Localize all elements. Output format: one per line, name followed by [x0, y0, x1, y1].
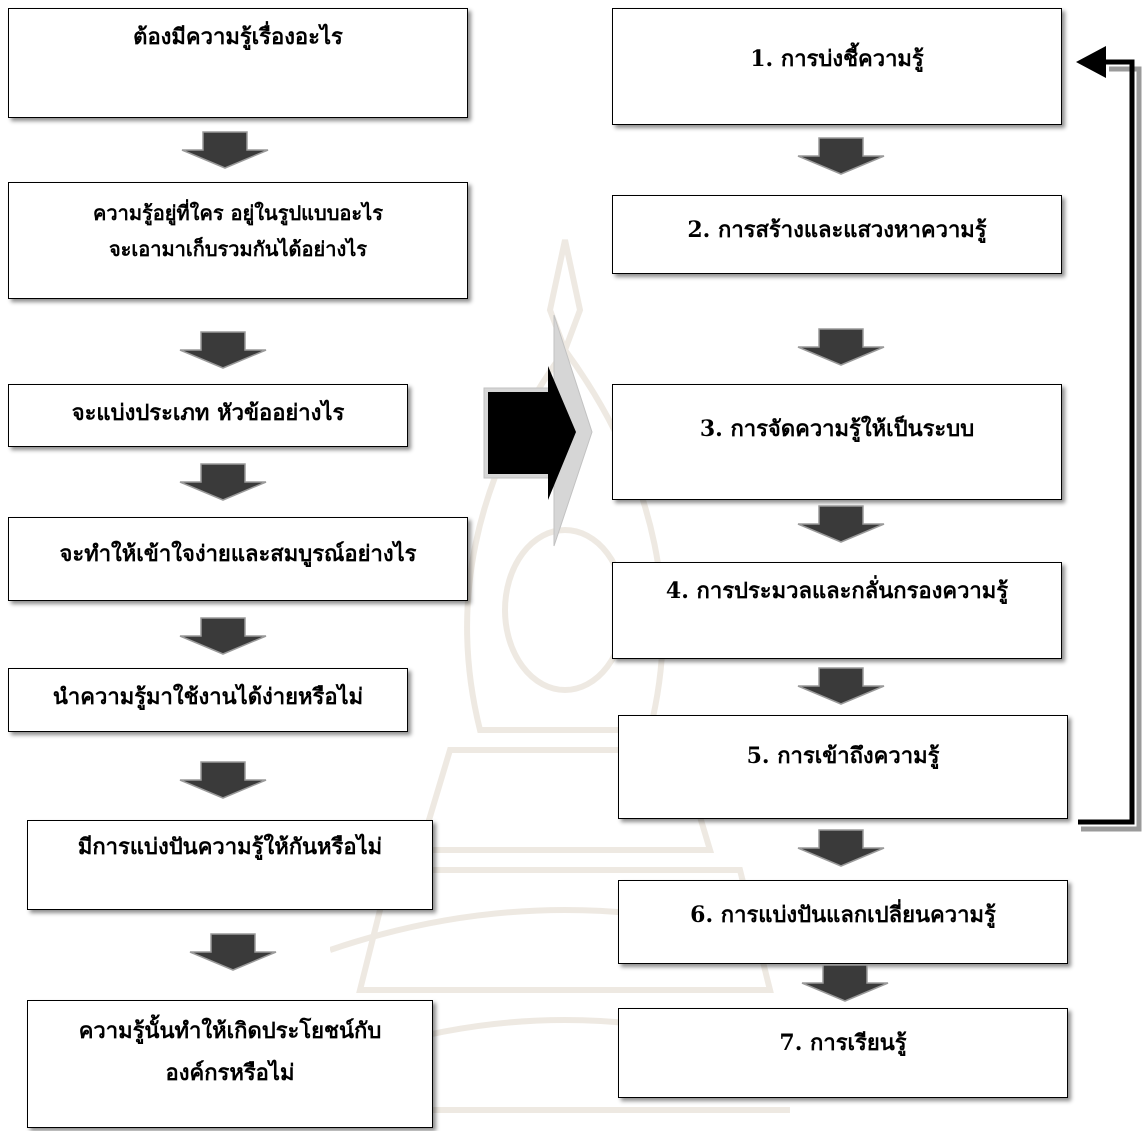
left-step-2: ความรู้อยู่ที่ใคร อยู่ในรูปแบบอะไร จะเอา…	[8, 182, 468, 299]
left-step-2-line-1: ความรู้อยู่ที่ใคร อยู่ในรูปแบบอะไร	[93, 201, 383, 225]
down-arrow-icon	[797, 667, 885, 705]
down-arrow-icon	[179, 331, 267, 369]
right-step-6: 6. การแบ่งปันแลกเปลี่ยนความรู้	[618, 880, 1068, 964]
right-step-3: 3. การจัดความรู้ให้เป็นระบบ	[612, 384, 1062, 500]
down-arrow-icon	[797, 137, 885, 175]
right-arrow-icon	[483, 314, 593, 547]
right-step-6-text: 6. การแบ่งปันแลกเปลี่ยนความรู้	[690, 902, 996, 928]
right-step-7-text: 7. การเรียนรู้	[779, 1030, 907, 1056]
down-arrow-icon	[179, 617, 267, 655]
down-arrow-icon	[797, 505, 885, 543]
right-step-5: 5. การเข้าถึงความรู้	[618, 715, 1068, 819]
left-step-7-line-1: ความรู้นั้นทำให้เกิดประโยชน์กับ	[78, 1018, 382, 1044]
right-step-7: 7. การเรียนรู้	[618, 1008, 1068, 1098]
down-arrow-icon	[797, 328, 885, 366]
left-step-7: ความรู้นั้นทำให้เกิดประโยชน์กับ องค์กรหร…	[27, 1000, 433, 1128]
right-step-5-text: 5. การเข้าถึงความรู้	[746, 743, 940, 769]
right-step-1: 1. การบ่งชี้ความรู้	[612, 8, 1062, 125]
left-step-6: มีการแบ่งปันความรู้ให้กันหรือไม่	[27, 820, 433, 910]
left-step-1-text: ต้องมีความรู้เรื่องอะไร	[133, 24, 343, 50]
down-arrow-icon	[797, 829, 885, 867]
left-step-4: จะทำให้เข้าใจง่ายและสมบูรณ์อย่างไร	[8, 517, 468, 601]
left-step-5-text: นำความรู้มาใช้งานได้ง่ายหรือไม่	[52, 684, 364, 710]
left-step-1: ต้องมีความรู้เรื่องอะไร	[8, 8, 468, 118]
left-step-6-text: มีการแบ่งปันความรู้ให้กันหรือไม่	[77, 834, 383, 860]
left-step-4-text: จะทำให้เข้าใจง่ายและสมบูรณ์อย่างไร	[59, 541, 417, 567]
feedback-loop-arrow-icon	[1076, 46, 1142, 832]
down-arrow-icon	[179, 463, 267, 501]
left-step-5: นำความรู้มาใช้งานได้ง่ายหรือไม่	[8, 668, 408, 732]
down-arrow-icon	[179, 761, 267, 799]
right-step-4: 4. การประมวลและกลั่นกรองความรู้	[612, 562, 1062, 659]
left-step-3-text: จะแบ่งประเภท หัวข้ออย่างไร	[71, 400, 345, 426]
right-step-2: 2. การสร้างและแสวงหาความรู้	[612, 195, 1062, 274]
right-step-1-text: 1. การบ่งชี้ความรู้	[750, 46, 924, 72]
down-arrow-icon	[801, 964, 889, 1002]
left-step-2-line-2: จะเอามาเก็บรวมกันได้อย่างไร	[108, 237, 368, 261]
right-step-2-text: 2. การสร้างและแสวงหาความรู้	[687, 217, 987, 243]
right-step-3-text: 3. การจัดความรู้ให้เป็นระบบ	[699, 416, 975, 442]
down-arrow-icon	[181, 131, 269, 169]
down-arrow-icon	[189, 933, 277, 971]
left-step-7-line-2: องค์กรหรือไม่	[165, 1059, 295, 1086]
left-step-3: จะแบ่งประเภท หัวข้ออย่างไร	[8, 384, 408, 447]
right-step-4-text: 4. การประมวลและกลั่นกรองความรู้	[665, 578, 1009, 604]
